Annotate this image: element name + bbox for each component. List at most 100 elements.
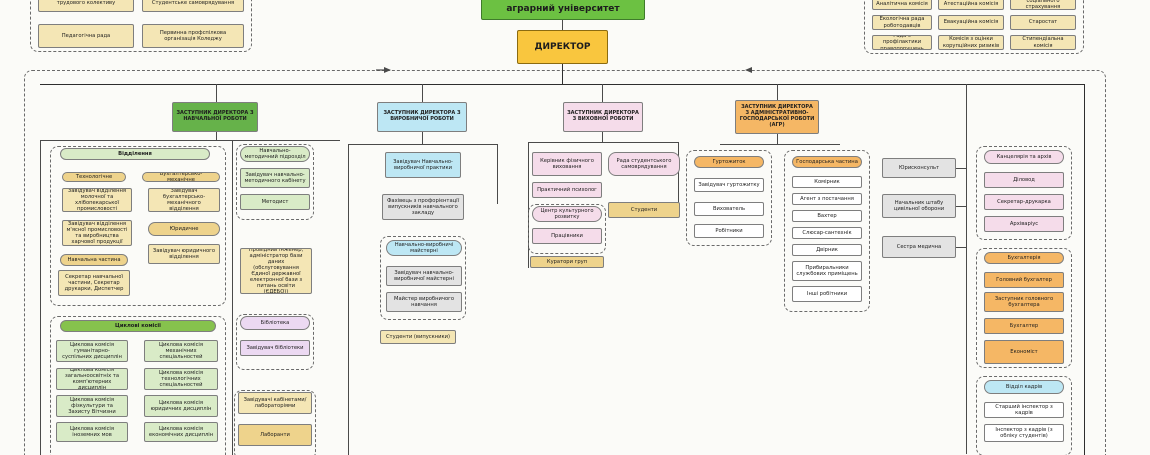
head-legal-box: Завідувач юридичного відділення	[148, 244, 220, 264]
head-library-box: Завідувач бібліотеки	[240, 340, 310, 356]
graduates-box: Студенти (випускники)	[380, 330, 456, 344]
cc-legal-box: Циклова комісія юридичних дисциплін	[144, 395, 218, 417]
technological-dept-label: Технологічне	[62, 172, 126, 182]
analytical-commission-box: Аналітична комісія	[872, 0, 932, 10]
library-header: Бібліотека	[240, 316, 310, 330]
library-group	[236, 314, 314, 370]
archivist-box: Архіваріус	[984, 216, 1064, 232]
hr-inspector-box: Інспектор з кадрів (з обліку студентів)	[984, 424, 1064, 442]
cabinets-box: Завідувачі кабінетами/ лабораторіями	[238, 392, 312, 414]
attestation-commission-box: Атестаційна комісія	[938, 0, 1004, 10]
master-box: Майстер виробничого навчання	[386, 292, 462, 312]
connector	[966, 84, 967, 454]
connector	[528, 142, 529, 268]
workshops-header: Навчально-виробничі майстерні	[386, 240, 462, 256]
connector	[777, 134, 778, 144]
anticorruption-commission-box: Комісія з оцінки корупційних ризиків	[938, 35, 1004, 50]
chief-accountant-box: Головний бухгалтер	[984, 272, 1064, 288]
economist-box: Економіст	[984, 340, 1064, 364]
methodist-box: Методист	[240, 194, 310, 210]
head-accounting-box: Завідувач бухгалтерсько-механічного відд…	[148, 188, 220, 212]
educator-box: Вихователь	[694, 202, 764, 216]
kitchen-box: Комірник	[792, 176, 862, 188]
accounting-header: Бухгалтерія	[984, 252, 1064, 264]
senior-hr-box: Старший інспектор з кадрів	[984, 402, 1064, 418]
edu-unit-label: Навчальна частина	[60, 254, 128, 266]
cleaners-box: Прибиральники службових приміщень	[792, 261, 862, 281]
departments-group	[50, 146, 226, 306]
elder-box: Старостат	[1010, 15, 1076, 30]
connector	[777, 84, 778, 100]
typist-box: Секретар-друкарка	[984, 194, 1064, 210]
director-box: ДИРЕКТОР	[517, 30, 608, 64]
students-box: Студенти	[608, 202, 680, 218]
dorm-workers-box: Робітники	[694, 224, 764, 238]
psychologist-box: Практичний психолог	[532, 182, 602, 198]
dormitory-group	[686, 150, 772, 246]
cycle-commissions-group	[50, 316, 226, 455]
cc-economics-box: Циклова комісія економічних дисциплін	[144, 422, 218, 442]
hr-header: Відділ кадрів	[984, 380, 1064, 394]
right-vertical-bus	[1084, 84, 1086, 455]
head-workshops-box: Завідувач навчально-виробничої майстерні	[386, 266, 462, 286]
main-structure-frame	[24, 70, 1106, 455]
connector	[956, 206, 966, 207]
cycle-commissions-header: Циклові комісії	[60, 320, 216, 332]
connector	[216, 132, 217, 140]
culture-group	[528, 204, 606, 254]
accounting-mech-dept-label: Бухгалтерсько-механічне	[142, 172, 220, 182]
cc-humanities-box: Циклова комісія гуманітарно-суспільних д…	[56, 340, 128, 362]
social-insurance-box: соціального страхування	[1010, 0, 1076, 10]
plumber-box: Слюсар-сантехнік	[792, 227, 862, 239]
cabinets-group	[234, 390, 316, 455]
connector	[422, 132, 423, 144]
top-right-commission-group	[864, 0, 1084, 54]
dormitories-header: Гуртожиток	[694, 156, 764, 168]
career-box: Фахівець з профорієнтації випускників на…	[382, 194, 464, 220]
eco-council-box: Екологічна рада роботодавців	[872, 15, 932, 30]
deputy-accountant-box: Заступник головного бухгалтера	[984, 292, 1064, 312]
culture-center-header: Центр культурного розвитку	[532, 206, 602, 222]
top-left-council-group	[30, 0, 252, 52]
university-box: аграрний університет	[481, 0, 645, 20]
connector	[956, 247, 966, 248]
pedagogical-council-box: Педагогічна рада	[38, 24, 134, 48]
director-trunk	[562, 64, 564, 84]
student-council-box: Рада студентського самоврядування	[608, 152, 680, 176]
trade-union-box: Первинна профспілкова організація Коледж…	[142, 24, 244, 48]
departments-header: Відділення	[60, 148, 210, 160]
connector	[720, 144, 840, 145]
head-method-box: Завідувач навчально-методичного кабінету	[240, 168, 310, 188]
cc-physical-box: Циклова комісія фізкультури та Захисту В…	[56, 395, 128, 417]
connector	[348, 144, 498, 145]
student-government-box: Студентське самоврядування	[142, 0, 244, 12]
office-header: Канцелярія та архів	[984, 150, 1064, 164]
deputy-admin-box: ЗАСТУПНИК ДИРЕКТОРА З АДМІНІСТРАТИВНО-ГО…	[735, 100, 819, 134]
office-group	[976, 146, 1072, 240]
guard-box: Вахтер	[792, 210, 862, 222]
connector	[562, 20, 563, 30]
evacuation-commission-box: Евакуаційна комісія	[938, 15, 1004, 30]
cc-mechanical-box: Циклова комісія механічних спеціальносте…	[144, 340, 218, 362]
labs-box: Лаборанти	[238, 424, 312, 446]
edebo-box: Провідний інженер, адміністратор бази да…	[240, 248, 312, 294]
connector	[40, 140, 340, 141]
curators-box: Куратори груп	[530, 256, 604, 268]
clerk-box: Діловод	[984, 172, 1064, 188]
culture-staff-box: Працівники	[532, 228, 602, 244]
cc-technological-box: Циклова комісія технологічних спеціально…	[144, 368, 218, 390]
household-group	[784, 150, 870, 312]
connector	[678, 142, 679, 206]
connector	[422, 84, 423, 102]
cc-general-box: Циклова комісія загальноосвітніх та комп…	[56, 368, 128, 390]
secretary-box: Секретар навчальної частини, Секретар др…	[58, 270, 130, 296]
head-practice-box: Завідувач Навчально-виробничої практики	[385, 152, 461, 178]
workshops-group	[380, 236, 466, 320]
connector	[602, 84, 603, 102]
connector	[348, 144, 349, 455]
head-dormitory-box: Завідувач гуртожитку	[694, 178, 764, 192]
household-header: Господарська частина	[792, 156, 862, 168]
lawyer-box: Юрисконсульт	[882, 158, 956, 178]
method-unit-group	[236, 144, 314, 220]
